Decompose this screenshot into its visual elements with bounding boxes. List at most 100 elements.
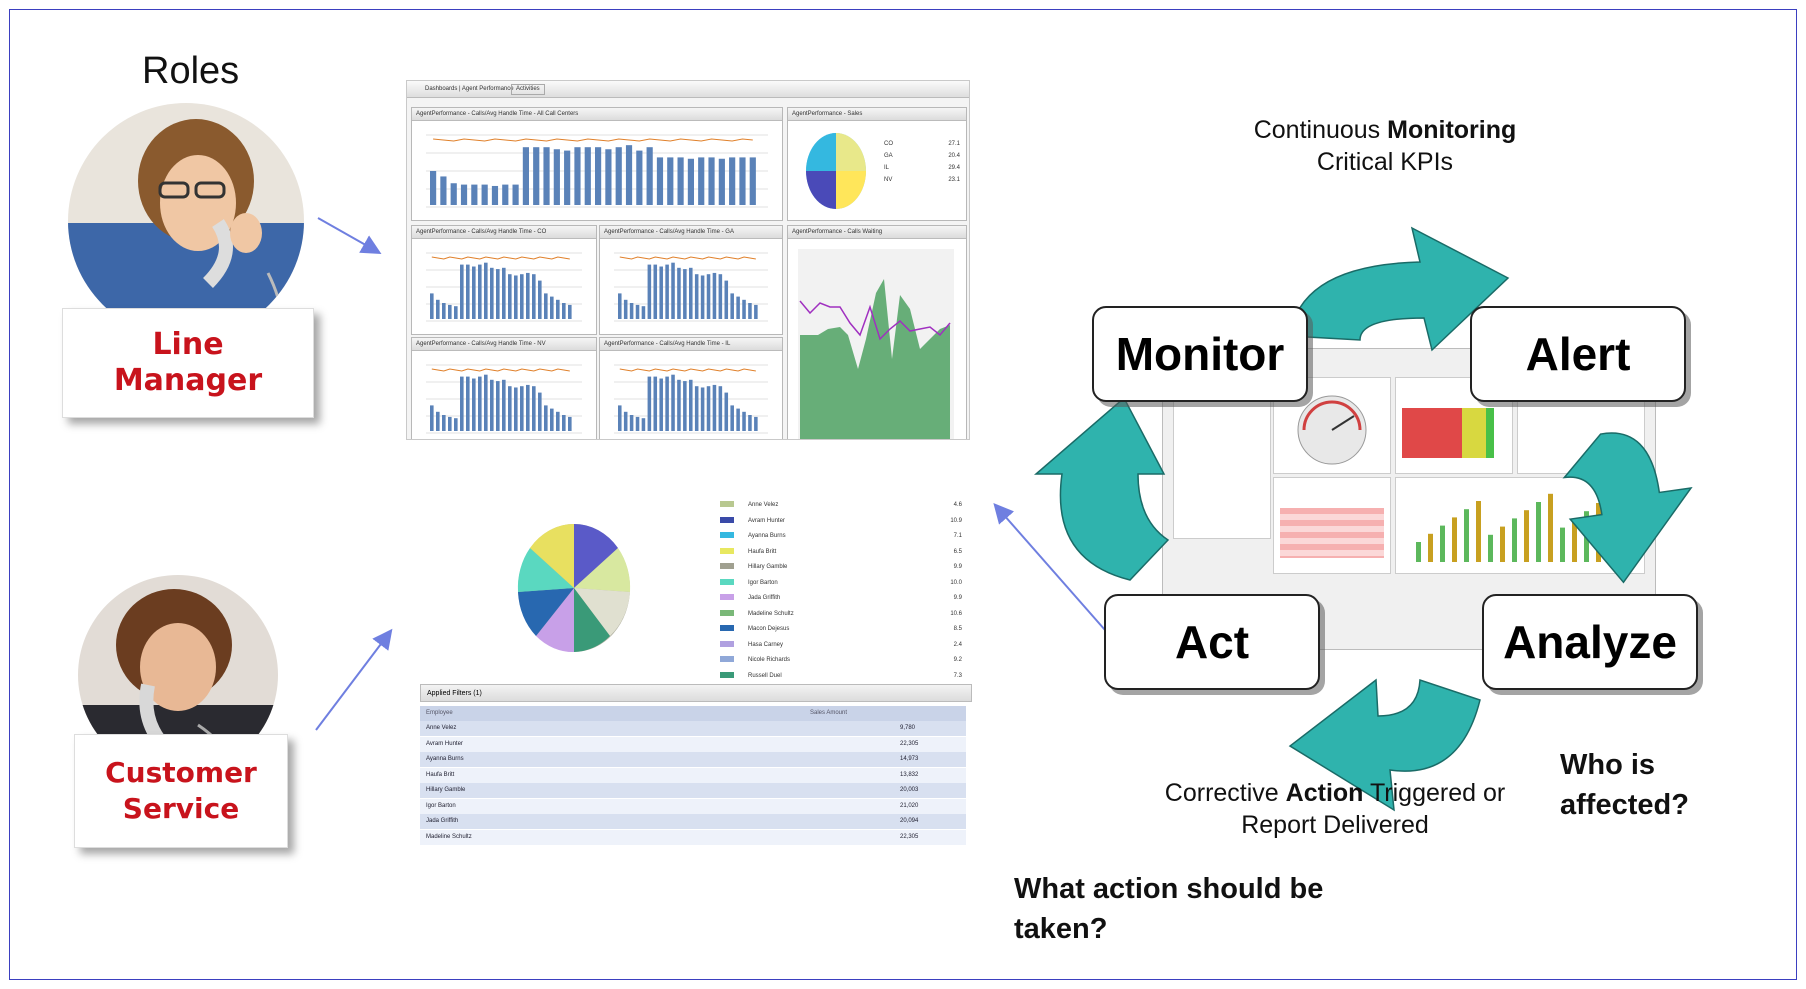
applied-filters-bar: Applied Filters (1) bbox=[420, 684, 972, 702]
stage-act: Act bbox=[1104, 594, 1320, 690]
panel-calls-waiting: AgentPerformance - Calls Waiting bbox=[787, 225, 967, 439]
cell-sales: 22,305 bbox=[900, 833, 919, 840]
customer-service-badge: Customer Service bbox=[74, 734, 288, 848]
legend-swatch bbox=[720, 640, 734, 647]
cell-sales: 9,780 bbox=[900, 725, 916, 731]
dashboard-tab-bar: Dashboards | Agent Performance Activitie… bbox=[407, 81, 969, 98]
cell-employee: Anne Velez bbox=[426, 725, 457, 731]
arrow-act-to-monitor bbox=[1033, 396, 1170, 581]
legend-row: Nicole Richards 9.2 bbox=[720, 653, 966, 669]
bar-chart-co bbox=[426, 252, 582, 322]
legend-name: Nicole Richards bbox=[748, 657, 791, 663]
customer-service-label-line2: Service bbox=[122, 792, 240, 825]
legend-name: Ayanna Burns bbox=[748, 533, 786, 539]
cell-sales: 21,020 bbox=[900, 802, 919, 809]
column-header-employee[interactable]: Employee bbox=[426, 710, 453, 716]
legend-swatch bbox=[720, 625, 734, 632]
legend-percent: 9.2 bbox=[953, 657, 962, 663]
legend-name: Russell Duel bbox=[748, 672, 782, 679]
cell-sales: 13,832 bbox=[900, 771, 919, 778]
cell-employee: Avram Hunter bbox=[426, 740, 463, 747]
cell-employee: Ayanna Burns bbox=[426, 756, 464, 762]
panel-title: AgentPerformance - Calls/Avg Handle Time… bbox=[600, 226, 782, 239]
stage-monitor: Monitor bbox=[1092, 306, 1308, 402]
table-row[interactable]: Hillary Gamble 20,003 bbox=[420, 783, 966, 798]
panel-title: AgentPerformance - Calls/Avg Handle Time… bbox=[412, 108, 782, 121]
legend-swatch bbox=[720, 578, 734, 585]
stage-analyze: Analyze bbox=[1482, 594, 1698, 690]
line-manager-label-line1: Line bbox=[152, 327, 224, 362]
table-row[interactable]: Madeline Schultz 22,305 bbox=[420, 829, 966, 845]
cell-sales: 20,003 bbox=[900, 787, 919, 793]
legend-percent: 6.5 bbox=[953, 548, 962, 555]
panel-title: AgentPerformance - Sales bbox=[788, 108, 966, 121]
table-row[interactable]: Anne Velez 9,780 bbox=[420, 721, 966, 736]
legend-percent: 7.1 bbox=[953, 533, 962, 539]
table-header: Employee Sales Amount bbox=[420, 706, 966, 721]
legend-swatch bbox=[720, 671, 734, 678]
legend-percent: 8.5 bbox=[953, 626, 962, 632]
line-manager-label-line2: Manager bbox=[113, 363, 263, 398]
slide-frame bbox=[9, 9, 1797, 980]
bar-chart-il bbox=[614, 364, 768, 434]
cell-employee: Hillary Gamble bbox=[426, 787, 466, 793]
cell-sales: 20,094 bbox=[900, 818, 919, 824]
panel-nv: AgentPerformance - Calls/Avg Handle Time… bbox=[411, 337, 597, 439]
cell-employee: Madeline Schultz bbox=[426, 833, 472, 840]
legend-name: Avram Hunter bbox=[748, 517, 785, 524]
roles-title: Roles bbox=[142, 50, 240, 92]
dashboard-tab-agent-performance[interactable]: Dashboards | Agent Performance bbox=[425, 86, 514, 92]
legend-percent: 7.3 bbox=[953, 672, 962, 679]
question-who-is-affected: Who is affected? bbox=[1560, 749, 1689, 821]
question-what-action: What action should be taken? bbox=[1014, 873, 1324, 945]
monitoring-caption: Continuous Monitoring Critical KPIs bbox=[1253, 116, 1517, 176]
column-header-sales-amount[interactable]: Sales Amount bbox=[810, 710, 848, 716]
bar-chart-nv bbox=[426, 364, 582, 434]
stage-alert: Alert bbox=[1470, 306, 1686, 402]
cell-sales: 22,305 bbox=[900, 740, 919, 747]
legend-swatch bbox=[720, 656, 734, 663]
panel-il: AgentPerformance - Calls/Avg Handle Time… bbox=[599, 337, 783, 439]
panel-ga: AgentPerformance - Calls/Avg Handle Time… bbox=[599, 225, 783, 335]
legend-row: Russell Duel 7.3 bbox=[720, 669, 966, 685]
agent-performance-dashboard: Dashboards | Agent Performance Activitie… bbox=[406, 80, 970, 440]
arrow-alert-to-analyze bbox=[1562, 432, 1693, 584]
panel-title: AgentPerformance - Calls/Avg Handle Time… bbox=[600, 338, 782, 351]
panel-title: AgentPerformance - Calls/Avg Handle Time… bbox=[412, 338, 596, 351]
legend-swatch bbox=[720, 563, 734, 570]
action-caption: Corrective Action Triggered or Report De… bbox=[1164, 779, 1506, 839]
dashboard-tab-activities[interactable]: Activities bbox=[511, 84, 545, 95]
panel-title: AgentPerformance - Calls Waiting bbox=[788, 226, 966, 239]
bar-chart-all-centers bbox=[426, 134, 768, 208]
legend-swatch bbox=[720, 501, 734, 508]
legend-percent: 10.6 bbox=[950, 610, 962, 617]
panel-title: AgentPerformance - Calls/Avg Handle Time… bbox=[412, 226, 596, 239]
legend-percent: 4.6 bbox=[953, 502, 962, 508]
table-row[interactable]: Avram Hunter 22,305 bbox=[420, 736, 966, 752]
legend-swatch bbox=[720, 532, 734, 539]
legend-name: Hillary Gamble bbox=[748, 564, 788, 570]
panel-co: AgentPerformance - Calls/Avg Handle Time… bbox=[411, 225, 597, 335]
legend-name: Jada Griffith bbox=[748, 595, 781, 601]
legend-name: Anne Velez bbox=[748, 502, 779, 508]
arrow-analyze-to-act bbox=[1288, 678, 1481, 812]
